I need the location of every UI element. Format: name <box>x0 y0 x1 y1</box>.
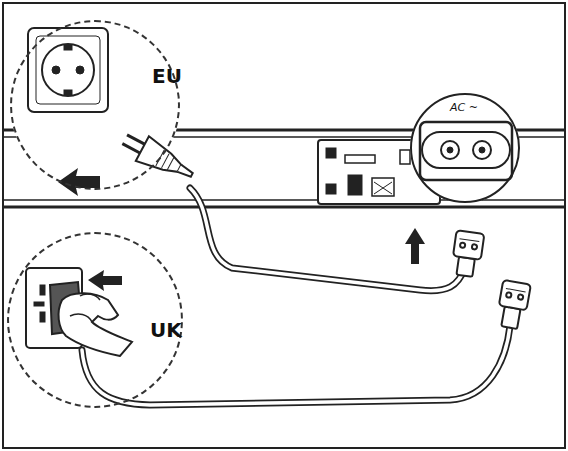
connector-panel-part <box>400 150 410 164</box>
insert-arrow-part <box>58 168 100 196</box>
insert-arrow-part <box>405 228 425 264</box>
frame-part <box>3 3 565 448</box>
connector-panel-part <box>348 175 362 195</box>
callout-circle: AC ~ <box>410 93 520 203</box>
eu-wall-socket-part <box>64 90 72 95</box>
cord-connector <box>451 230 531 330</box>
cord-connector-part-part <box>459 239 479 242</box>
connector-panel-part <box>372 178 394 196</box>
insert-arrow <box>88 270 122 291</box>
uk-plug-hand-part <box>59 293 132 356</box>
cord-connector-part-part <box>456 257 474 277</box>
connector-panel-part <box>326 184 336 194</box>
ac-socket-part <box>441 141 459 159</box>
eu-wall-socket-part <box>42 44 94 96</box>
uk-wall-socket-part <box>40 312 45 322</box>
cord-connector-part-part <box>501 306 520 328</box>
cord-connector-part <box>495 280 531 330</box>
cord-connector-part-part <box>472 244 478 250</box>
callout-fill-part <box>410 93 520 203</box>
uk-plug-hand-part <box>80 294 100 300</box>
eu-plug-part <box>156 150 164 166</box>
uk-plug-hand <box>50 282 132 356</box>
connector-panel-part <box>374 182 392 194</box>
uk-wall-socket-part <box>34 302 44 306</box>
region-label: EU <box>152 66 182 86</box>
eu-plug-part <box>167 157 174 169</box>
insert-arrow <box>405 228 425 264</box>
power-cord <box>82 188 510 405</box>
connector-panel-part <box>326 148 336 158</box>
region-label: AC ~ <box>450 102 478 113</box>
eu-wall-socket <box>28 28 108 112</box>
connector-panel-part <box>345 155 375 163</box>
eu-wall-socket-part <box>76 66 84 74</box>
cord-connector-part-part <box>518 294 524 300</box>
eu-wall-socket-part <box>52 66 60 74</box>
power-cord-part <box>82 326 510 405</box>
eu-plug-part <box>162 154 170 168</box>
ac-socket-part <box>447 147 453 153</box>
cord-connector-part-part <box>460 242 466 248</box>
eu-plug-part <box>178 165 194 179</box>
callout-circle: EU <box>10 20 180 190</box>
power-cord-part <box>190 188 465 291</box>
power-cord-part <box>190 188 465 291</box>
eu-plug-part <box>127 135 146 145</box>
power-cord-part <box>82 326 510 405</box>
ac-socket-part <box>479 147 485 153</box>
ac-socket-part <box>473 141 491 159</box>
cord-connector-part-part <box>453 230 484 260</box>
ac-socket <box>420 122 512 180</box>
cord-connector-part <box>451 230 485 277</box>
eu-plug-part <box>136 136 186 180</box>
uk-wall-socket-part <box>40 285 45 295</box>
eu-wall-socket-part <box>64 45 72 50</box>
eu-plug-part <box>122 144 141 154</box>
insert-arrow-part <box>88 270 122 291</box>
cord-connector-part-part <box>506 288 526 291</box>
ac-socket-part <box>420 122 512 180</box>
callout-circle: UK <box>7 232 183 408</box>
region-label: UK <box>150 320 182 340</box>
frame <box>3 3 565 448</box>
eu-plug <box>118 127 198 187</box>
callout-fill <box>7 20 520 408</box>
connector-panel-part <box>374 182 392 194</box>
ac-socket-part <box>422 132 510 168</box>
eu-wall-socket-part <box>28 28 108 112</box>
eu-wall-socket-part <box>36 36 100 104</box>
insert-arrow <box>58 168 100 196</box>
uk-plug-hand-part <box>70 314 92 322</box>
soundbar-part <box>3 206 565 209</box>
cord-connector-part-part <box>506 292 512 298</box>
cord-connector-part-part <box>499 280 531 310</box>
